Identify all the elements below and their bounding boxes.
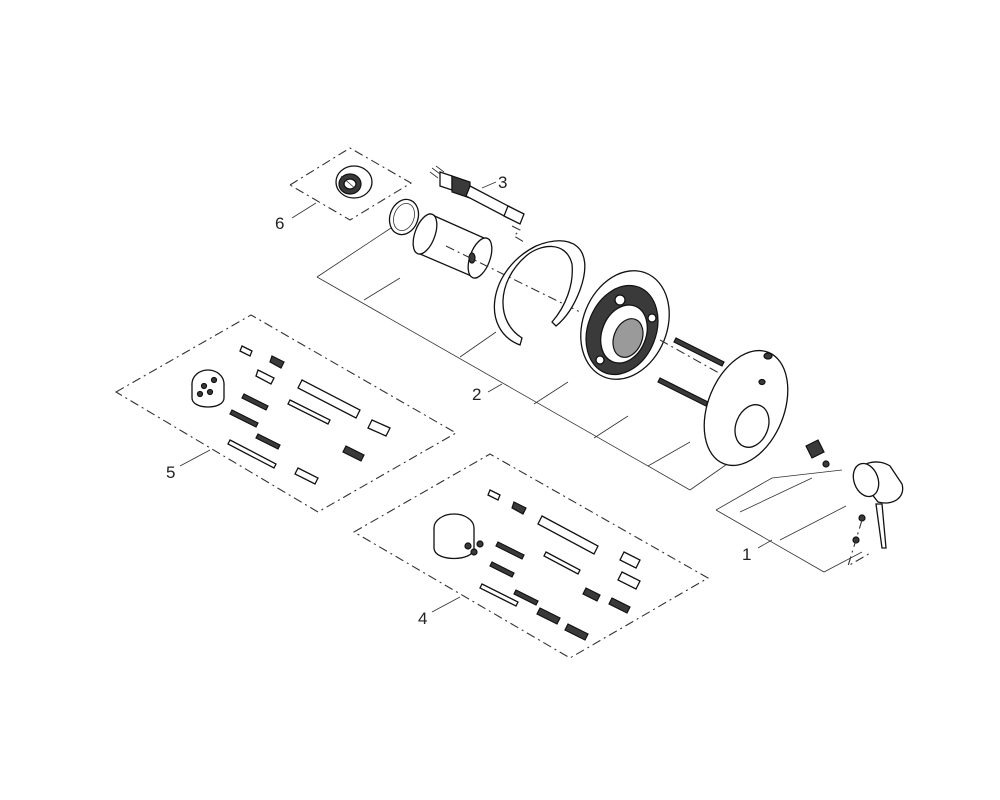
cartridge-part-4 (433, 513, 484, 560)
part-group-2 (316, 198, 789, 491)
kit-4-small-parts (479, 489, 641, 641)
callout-4: 4 (418, 609, 427, 628)
part-group-3 (429, 165, 525, 243)
o-ring-part (388, 198, 420, 236)
mounting-plate-part (580, 270, 670, 380)
group-6-dashed-frame (288, 147, 413, 221)
group-2-tick-3 (533, 381, 569, 405)
leader-5 (179, 449, 211, 467)
main-axis-dash-a (445, 245, 581, 313)
leader-6 (291, 202, 317, 219)
spindle-axis-dash (511, 225, 525, 243)
leader-2 (487, 383, 503, 393)
long-screw-part-2 (657, 377, 709, 407)
group-2-tick-4 (593, 415, 629, 439)
long-screw-part-1 (673, 337, 725, 367)
group-2-outline-c (689, 461, 731, 491)
group-1-tick-2 (779, 505, 847, 541)
group-1-outline-b (715, 509, 863, 573)
part-group-6 (288, 147, 413, 221)
part-group-4 (352, 453, 710, 659)
escutcheon-part (703, 349, 789, 467)
callout-6: 6 (275, 214, 284, 233)
leader-1 (757, 539, 773, 549)
group-1-tick-1 (739, 477, 813, 513)
callout-1: 1 (742, 545, 751, 564)
handle-part (852, 461, 904, 549)
snap-ring-part (493, 240, 586, 346)
group-2-outline-b (316, 276, 691, 491)
adapter-nut-part (805, 439, 830, 468)
part-group-5 (114, 314, 458, 513)
cartridge-part-5 (191, 369, 225, 408)
leader-3 (481, 181, 497, 189)
group-5-dashed-frame (114, 314, 458, 513)
part-group-1 (715, 439, 904, 573)
kit-5-small-parts (227, 345, 391, 485)
group-2-outline-a (316, 221, 401, 278)
sleeve-part (412, 213, 493, 279)
handle-axis-dash (847, 519, 873, 568)
cap-part (335, 165, 373, 199)
group-2-tick-2 (459, 331, 497, 358)
group-2-tick-1 (363, 277, 401, 301)
leader-4 (431, 596, 461, 613)
callout-3: 3 (498, 173, 507, 192)
group-1-outline-a (715, 469, 843, 511)
group-4-dashed-frame (352, 453, 710, 659)
spindle-part (429, 165, 525, 225)
callout-2: 2 (472, 385, 481, 404)
group-2-tick-5 (647, 441, 691, 467)
callout-5: 5 (166, 463, 175, 482)
